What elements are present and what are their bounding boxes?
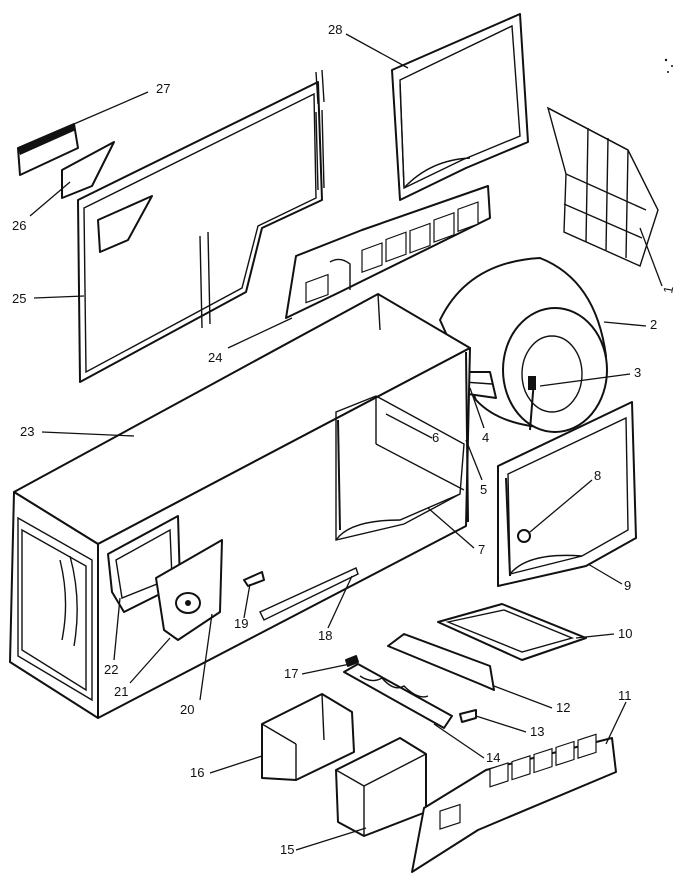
part-3-bracket [528,376,536,431]
callout-27: 27 [156,81,170,96]
part-11-louver-panel [411,733,617,873]
callout-28: 28 [328,22,342,37]
callout-16: 16 [190,765,204,780]
callout-3: 3 [634,365,641,380]
part-21-access-plate [155,539,223,641]
callout-12: 12 [556,700,570,715]
callout-7: 7 [478,542,485,557]
callout-11: 11 [618,688,632,703]
callout-19: 19 [234,616,248,631]
callout-20: 20 [180,702,194,717]
callout-6: 6 [432,430,439,445]
part-15-electrical-box [335,737,427,837]
part-25-side-panel [77,69,325,383]
part-6-compartment [335,395,465,541]
callout-25: 25 [12,291,26,306]
part-13-clip [459,709,477,723]
callout-4: 4 [482,430,489,445]
part-16-box-cover [261,693,355,781]
callout-10: 10 [618,626,632,641]
part-27-plate [17,123,79,176]
callout-14: 14 [486,750,500,765]
callout-23: 23 [20,424,34,439]
part-14-drain-pan [343,663,453,729]
part-28-door-panel [391,13,529,201]
part-10-tray [437,603,587,661]
callout-17: 17 [284,666,298,681]
callout-13: 13 [530,724,544,739]
specks [664,58,673,73]
callout-8: 8 [594,468,601,483]
part-24-louver-panel [285,185,491,319]
callout-5: 5 [480,482,487,497]
part-18-strip [259,567,359,621]
part-12-support [387,633,495,691]
callout-21: 21 [114,684,128,699]
callout-15: 15 [280,842,294,857]
callout-24: 24 [208,350,222,365]
part-9-door-panel [497,401,637,587]
callout-26: 26 [12,218,26,233]
part-8-knob [517,529,531,543]
callout-labels: 1 2 3 4 5 6 7 8 9 10 11 12 13 14 15 16 1… [12,22,676,857]
callout-9: 9 [624,578,631,593]
callout-1: 1 [660,285,676,295]
callout-22: 22 [104,662,118,677]
part-1-grille [546,106,659,267]
callout-2: 2 [650,317,657,332]
part-19-clip [243,571,265,587]
leader-lines [29,33,663,851]
callout-18: 18 [318,628,332,643]
